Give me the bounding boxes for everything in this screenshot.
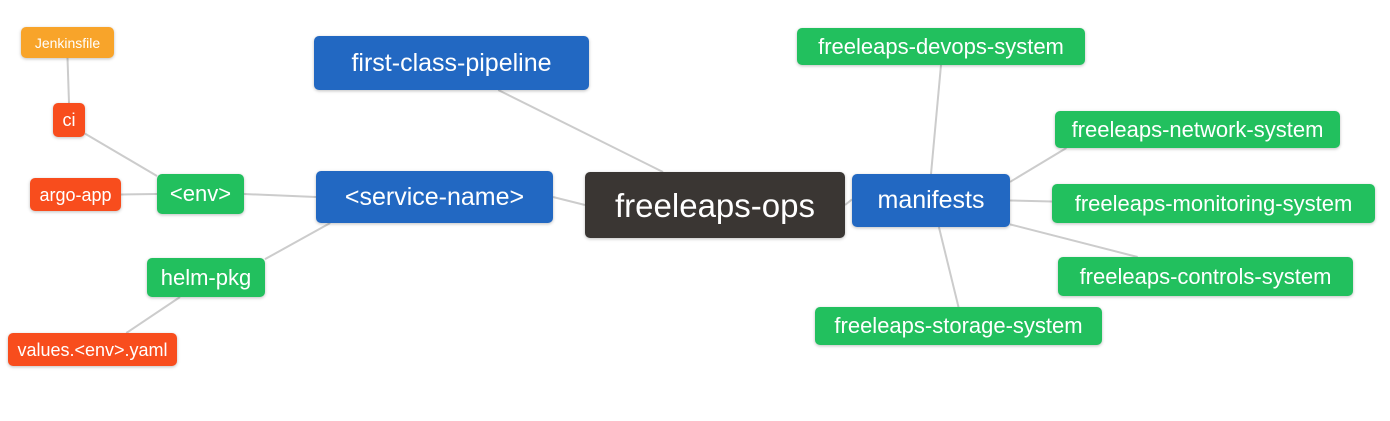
edge-manifests-storage-system	[937, 226, 960, 308]
node-ci[interactable]: ci	[53, 103, 85, 137]
node-values-env-yaml[interactable]: values.<env>.yaml	[8, 333, 177, 366]
node-jenkinsfile[interactable]: Jenkinsfile	[21, 27, 114, 58]
edge-env-service-name	[243, 193, 317, 198]
node-env[interactable]: <env>	[157, 174, 244, 214]
node-first-class-pipeline[interactable]: first-class-pipeline	[314, 36, 589, 90]
edge-service-name-helm-pkg	[264, 222, 331, 261]
node-monitoring-system[interactable]: freeleaps-monitoring-system	[1052, 184, 1375, 223]
node-helm-pkg[interactable]: helm-pkg	[147, 258, 265, 297]
node-storage-system[interactable]: freeleaps-storage-system	[815, 307, 1102, 345]
node-argo-app[interactable]: argo-app	[30, 178, 121, 211]
edge-jenkinsfile-ci	[66, 57, 70, 104]
node-controls-system[interactable]: freeleaps-controls-system	[1058, 257, 1353, 296]
edge-argo-app-env	[120, 193, 158, 196]
node-freeleaps-ops[interactable]: freeleaps-ops	[585, 172, 845, 238]
edge-manifests-monitoring-system	[1009, 199, 1053, 203]
edge-helm-pkg-values-env-yaml	[125, 296, 181, 334]
node-devops-system[interactable]: freeleaps-devops-system	[797, 28, 1085, 65]
edge-service-name-freeleaps-ops	[552, 196, 586, 206]
edge-manifests-devops-system	[930, 64, 942, 175]
node-manifests[interactable]: manifests	[852, 174, 1010, 227]
edge-manifests-controls-system	[1009, 223, 1138, 258]
edge-ci-env	[84, 132, 158, 177]
edge-first-class-pipeline-freeleaps-ops	[497, 89, 664, 173]
edge-manifests-network-system	[1009, 147, 1067, 183]
node-network-system[interactable]: freeleaps-network-system	[1055, 111, 1340, 148]
edge-freeleaps-ops-manifests	[844, 198, 853, 206]
node-service-name[interactable]: <service-name>	[316, 171, 553, 223]
